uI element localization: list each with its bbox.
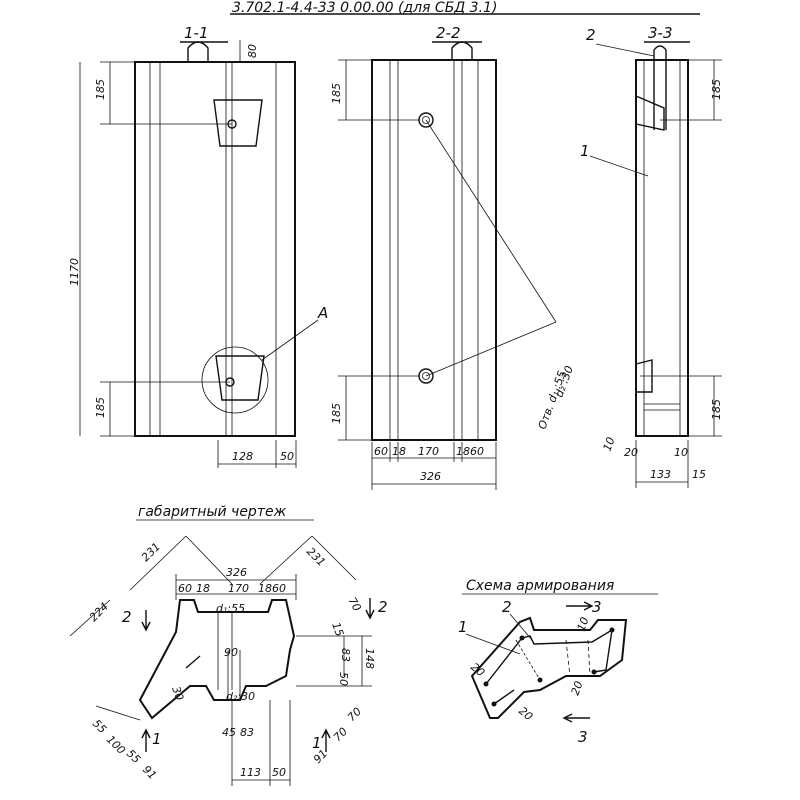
dim-55-left: 55 — [90, 717, 109, 736]
dim-20: 20 — [624, 446, 638, 459]
lifting-loop — [451, 41, 473, 60]
dim-100: 100 — [104, 733, 128, 757]
dim-18-left: 18 — [196, 582, 210, 595]
dim-83-bottom: 83 — [240, 726, 254, 739]
plate-top-profile — [635, 95, 665, 131]
view-3-3: 3-3 2 1 185 185 10 20 10 133 15 — [580, 24, 723, 488]
dim-60-left: 60 — [178, 582, 192, 595]
dim-113: 113 — [240, 766, 261, 779]
dim-60-right: 60 — [470, 445, 484, 458]
dim-20-bottom: 20 — [516, 704, 535, 723]
dim-45: 45 — [222, 726, 236, 739]
dim-d2-30: d₂:30 — [226, 690, 255, 703]
dim-326: 326 — [226, 566, 247, 579]
dim-185-bottom: 185 — [94, 397, 107, 418]
dim-133: 133 — [650, 468, 671, 481]
dim-185-top: 185 — [330, 83, 343, 104]
overall-title: габаритный чертеж — [138, 504, 287, 520]
dim-60-right: 60 — [272, 582, 286, 595]
dim-170: 170 — [418, 445, 439, 458]
embedded-plate-bottom — [215, 355, 265, 401]
section-mark-3-bottom: 3 — [578, 728, 588, 746]
dim-170: 170 — [228, 582, 249, 595]
label-1: 1 — [580, 142, 590, 160]
section-mark-1-left: 1 — [152, 730, 162, 748]
callout-a: A — [317, 304, 328, 322]
dim-83-right: 83 — [339, 648, 352, 662]
panel-outline — [371, 59, 497, 441]
dim-185-top: 185 — [710, 79, 723, 100]
dim-70-right: 70 — [345, 705, 364, 724]
dim-15: 15 — [692, 468, 706, 481]
dim-10-right: 10 — [674, 446, 688, 459]
doc-code: 3.702.1-4.4-33 0.00.00 (для СБД 3.1) — [232, 0, 497, 16]
lifting-loop — [187, 41, 209, 62]
dim-70-lower: 70 — [331, 725, 350, 744]
dim-326: 326 — [420, 470, 441, 483]
dim-30: 30 — [169, 685, 186, 703]
dim-18-right: 18 — [456, 445, 470, 458]
section-mark-2-left: 2 — [122, 608, 132, 626]
section-mark-2-right: 2 — [378, 598, 388, 616]
dim-70-top: 70 — [345, 595, 363, 614]
interior-stroke — [185, 655, 201, 669]
dim-91-left: 91 — [140, 763, 159, 782]
reinforcement-scheme: Схема армирования 1 2 3 3 10 20 20 20 — [458, 578, 658, 746]
dim-15: 15 — [329, 621, 346, 639]
section-mark-1-right: 1 — [312, 734, 322, 752]
section-label-3-3: 3-3 — [648, 24, 673, 42]
label-2: 2 — [586, 26, 596, 44]
panel-outline — [134, 61, 296, 437]
embedded-plate-top — [213, 99, 263, 147]
overall-drawing: габаритный чертеж 231 231 224 326 60 18 … — [69, 504, 388, 786]
dim-18-left: 18 — [392, 445, 406, 458]
dim-50: 50 — [280, 450, 294, 463]
lifting-loop — [653, 45, 667, 130]
detail-circle — [201, 346, 269, 414]
dim-18-right: 18 — [258, 582, 272, 595]
reinforcement-title: Схема армирования — [466, 578, 614, 594]
dim-185-bottom: 185 — [710, 399, 723, 420]
dim-128: 128 — [232, 450, 253, 463]
view-2-2: 2-2 Отв. d₁ :55 d₂ :30 185 185 60 18 — [330, 24, 576, 490]
dim-224: 224 — [87, 600, 111, 624]
dim-50-bottom: 50 — [272, 766, 286, 779]
overall-outline — [138, 599, 296, 720]
dim-1170: 1170 — [68, 258, 81, 286]
dim-50-right: 50 — [337, 672, 350, 686]
section-label-1-1: 1-1 — [184, 24, 209, 42]
reinf-label-1: 1 — [458, 618, 468, 636]
dim-d1-55: d₁:55 — [216, 602, 245, 615]
dim-231-left: 231 — [139, 540, 163, 564]
dim-60-left: 60 — [374, 445, 388, 458]
reinf-label-2: 2 — [502, 598, 512, 616]
dim-55-bottom: 55 — [124, 747, 143, 766]
section-label-2-2: 2-2 — [436, 24, 461, 42]
reinforcement-outline — [470, 616, 628, 719]
view-1-1: 1-1 A 185 1170 185 80 128 50 — [68, 24, 328, 468]
dim-80: 80 — [246, 44, 259, 58]
dim-90: 90 — [224, 646, 238, 659]
dim-185-bottom: 185 — [330, 403, 343, 424]
dim-10: 10 — [575, 615, 592, 633]
dim-10-left: 10 — [601, 435, 618, 453]
section-mark-3-top: 3 — [592, 598, 602, 616]
dim-185-top: 185 — [94, 79, 107, 100]
dim-20-right: 20 — [569, 679, 586, 697]
dim-148: 148 — [363, 648, 376, 669]
